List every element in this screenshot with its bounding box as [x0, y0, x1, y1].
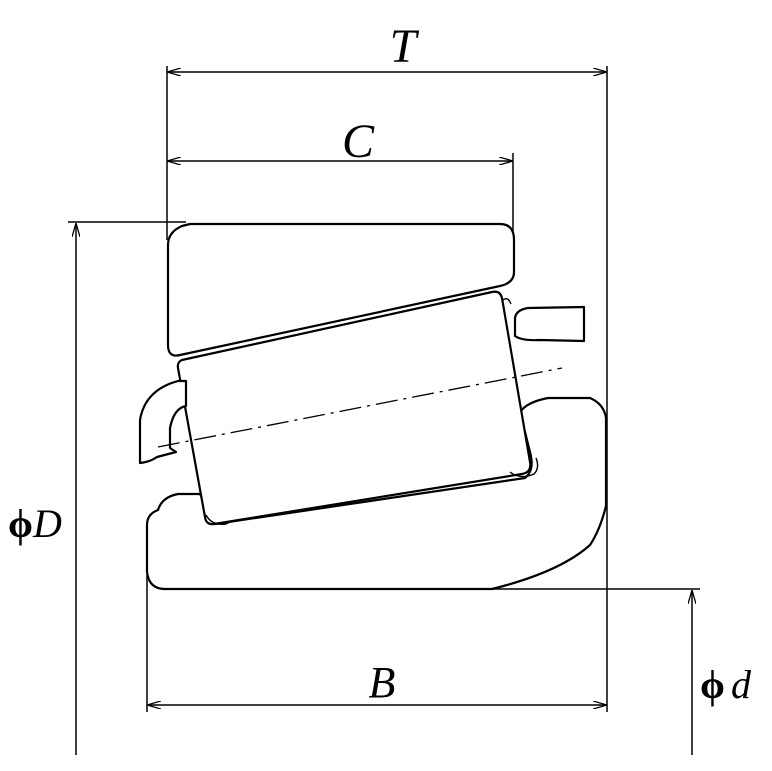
- roller-end-relief-top: [205, 514, 231, 525]
- tapered-roller: [176, 290, 532, 526]
- letter-d-outer: D: [32, 501, 62, 546]
- letter-d-bore: d: [731, 662, 752, 707]
- phi-symbol-bore: ϕ: [700, 662, 725, 707]
- roller-end-relief-bottom: [509, 457, 539, 478]
- dimension-label-outer-diameter: ϕD: [8, 501, 62, 546]
- cage-small-end: [138, 379, 188, 465]
- dimension-label-b: B: [369, 658, 396, 707]
- cage-large-end: [513, 305, 586, 343]
- roller-end-relief-right: [502, 297, 512, 305]
- phi-symbol-outer: ϕ: [8, 501, 33, 546]
- dimension-label-t: T: [390, 20, 420, 73]
- roller-center-axis: [157, 367, 563, 448]
- outer-ring-cup: [166, 222, 516, 357]
- dimension-label-c: C: [342, 115, 375, 168]
